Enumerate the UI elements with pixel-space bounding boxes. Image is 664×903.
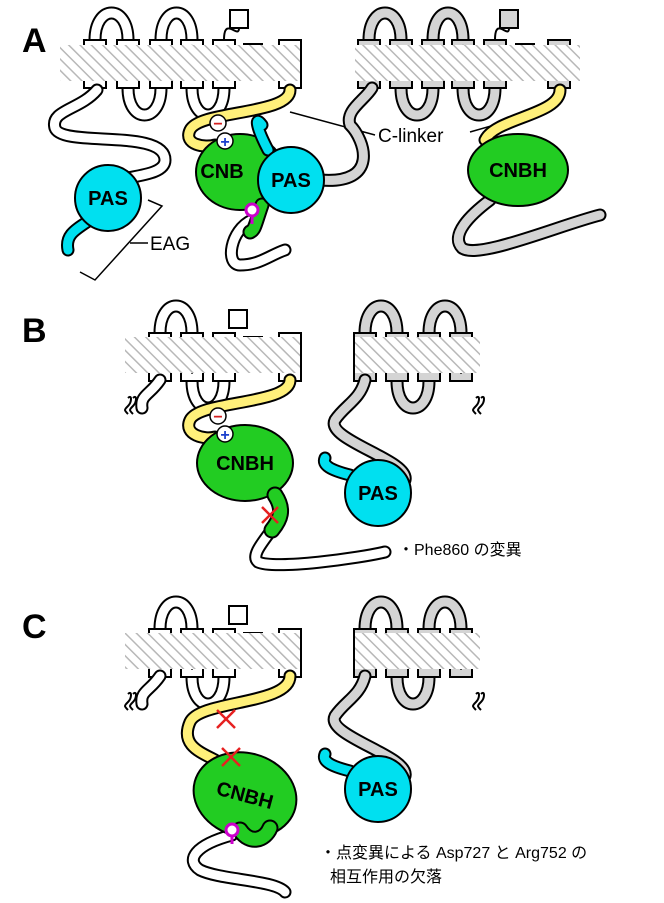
continuation-mark-b-right: [472, 396, 480, 415]
gray-linker-a: [315, 83, 377, 185]
a-white-subunit-pore-link: [223, 27, 240, 41]
continuation-mark-b-left: [129, 396, 137, 415]
mutation-note-c-line2: 相互作用の欠落: [330, 868, 442, 886]
mutation-x-b: [261, 506, 279, 524]
a-white-subunit-top-loop: [90, 8, 133, 45]
b-gray-subunit-top-loop: [360, 301, 402, 338]
mutation-x-c-1: [216, 709, 236, 729]
c-gray-subunit-top-loop: [424, 597, 466, 634]
positive-charge-b: +: [216, 425, 234, 444]
gray-n-tail-c: [319, 749, 355, 776]
svg-text:+: +: [220, 427, 229, 444]
mutation-note-b: ・Phe860 の変異: [398, 541, 522, 559]
continuation-mark-c-right: [472, 692, 480, 711]
n-stub-c: [137, 671, 165, 709]
gray-n-tail-a: [252, 116, 273, 155]
gray-n-tail-b: [319, 453, 355, 480]
panel-b-letter: B: [22, 312, 47, 350]
c-linker-a: [184, 85, 295, 151]
mutation-note-c-line1: ・点変異による Asp727 と Arg752 の: [320, 844, 587, 862]
c-linker-c: [183, 671, 295, 765]
mutation-x-c-2: [221, 747, 241, 767]
c-gray-subunit-top-loop: [360, 597, 402, 634]
c-linker-label: C-linker: [378, 126, 444, 147]
svg-text:−: −: [213, 409, 222, 426]
gray-c-linker-a: [480, 85, 565, 145]
pas-label-b: PAS: [358, 483, 398, 505]
continuation-mark-b-right: [477, 396, 485, 415]
svg-text:+: +: [220, 134, 229, 151]
n-terminus-tail-a: [50, 85, 170, 190]
c-white-subunit-top-loop: [155, 597, 197, 634]
membrane-b-left: [125, 337, 300, 373]
a-gray-subunit-bottom-loop: [396, 83, 438, 120]
pas-domain-a-left: [74, 164, 142, 232]
c-terminus-tail-a: [227, 215, 290, 270]
cnbh-tail-a: [244, 199, 268, 238]
pas-domain-c: [344, 755, 412, 823]
c-terminus-tail-b: [251, 520, 390, 570]
residue-marker-a: [244, 202, 260, 224]
svg-text:−: −: [213, 116, 222, 133]
panel-c-letter: C: [22, 608, 47, 646]
n-stub-b: [137, 375, 165, 413]
cnbh-domain-a-right: [467, 133, 569, 207]
continuation-mark-c-right: [477, 692, 485, 711]
cnbh-label-a-left: CNB: [200, 161, 243, 183]
pas-domain-a-overlap: [257, 146, 325, 214]
a-gray-subunit-bottom-loop: [458, 83, 500, 120]
continuation-mark-b-left: [124, 396, 132, 415]
a-gray-subunit-pore-link: [494, 27, 510, 41]
a-white-subunit-pore-box: [229, 9, 249, 29]
gray-c-tail-a: [453, 195, 605, 255]
eag-label: EAG: [150, 234, 190, 255]
c-gray-subunit-bottom-loop: [392, 672, 434, 709]
pas-label-a-overlap: PAS: [271, 170, 311, 192]
cnbh-label-a-right: CNBH: [489, 160, 547, 182]
positive-charge-a: +: [216, 132, 234, 151]
b-gray-subunit-bottom-loop: [392, 376, 434, 413]
a-white-subunit-bottom-loop: [123, 83, 166, 120]
a-gray-subunit-top-loop: [364, 8, 406, 45]
b-white-pore-box: [228, 309, 248, 329]
a-white-subunit-top-loop: [156, 8, 197, 45]
a-gray-subunit-pore-box: [499, 9, 519, 29]
panel-b: B CNBH − + PAS ・Phe860 の変: [22, 312, 522, 572]
pas-label-a-left: PAS: [88, 188, 128, 210]
cnbh-domain-b: [196, 424, 294, 502]
residue-marker-c: [224, 822, 240, 844]
continuation-mark-c-left: [129, 692, 137, 711]
panel-c: C CNBH PAS ・点変異による Asp7: [22, 608, 587, 899]
negative-charge-b: −: [209, 407, 227, 426]
membrane-c-right: [355, 633, 480, 669]
pas-label-c: PAS: [358, 779, 398, 801]
negative-charge-a: −: [209, 114, 227, 133]
eag-bracket: [79, 199, 164, 281]
membrane-a-right: [355, 45, 580, 81]
c-terminus-tail-c: [188, 830, 290, 897]
pas-domain-b: [344, 459, 412, 527]
panel-a: A PAS EAG C-linker CNB: [22, 22, 607, 281]
continuation-mark-c-left: [124, 692, 132, 711]
b-white-subunit-top-loop: [155, 301, 197, 338]
a-gray-subunit-top-loop: [428, 8, 468, 45]
c-white-pore-box: [228, 605, 248, 625]
cnbh-tail-c: [233, 821, 277, 846]
membrane-a-left: [60, 45, 300, 81]
c-linker-b: [184, 375, 295, 443]
b-gray-subunit-top-loop: [424, 301, 466, 338]
cnbh-tail-b: [265, 488, 288, 537]
panel-a-letter: A: [22, 22, 47, 60]
cnbh-label-b: CNBH: [216, 453, 274, 475]
membrane-b-right: [355, 337, 480, 373]
membrane-c-left: [125, 633, 300, 669]
